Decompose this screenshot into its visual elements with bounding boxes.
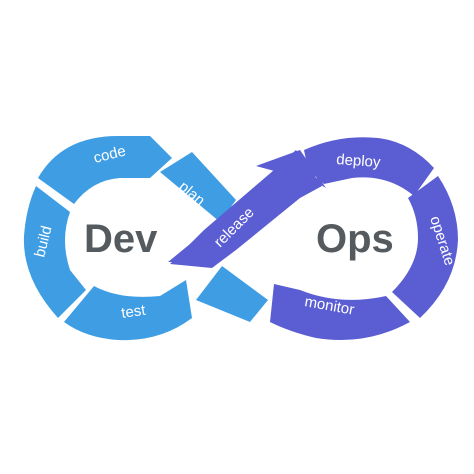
release-band bbox=[170, 150, 322, 268]
dev-crossing-segment bbox=[196, 266, 268, 322]
operate-segment bbox=[392, 176, 458, 318]
plan-segment bbox=[160, 152, 236, 222]
build-segment bbox=[23, 186, 86, 318]
code-segment bbox=[38, 136, 172, 204]
ops-loop bbox=[168, 137, 458, 340]
deploy-segment bbox=[304, 137, 434, 196]
stage-label-deploy: deploy bbox=[336, 151, 382, 171]
dev-label: Dev bbox=[84, 217, 158, 261]
dev-loop bbox=[23, 136, 268, 341]
ops-label: Ops bbox=[316, 217, 394, 261]
monitor-segment bbox=[270, 284, 410, 340]
test-segment bbox=[64, 280, 192, 341]
stage-label-test: test bbox=[120, 302, 147, 322]
